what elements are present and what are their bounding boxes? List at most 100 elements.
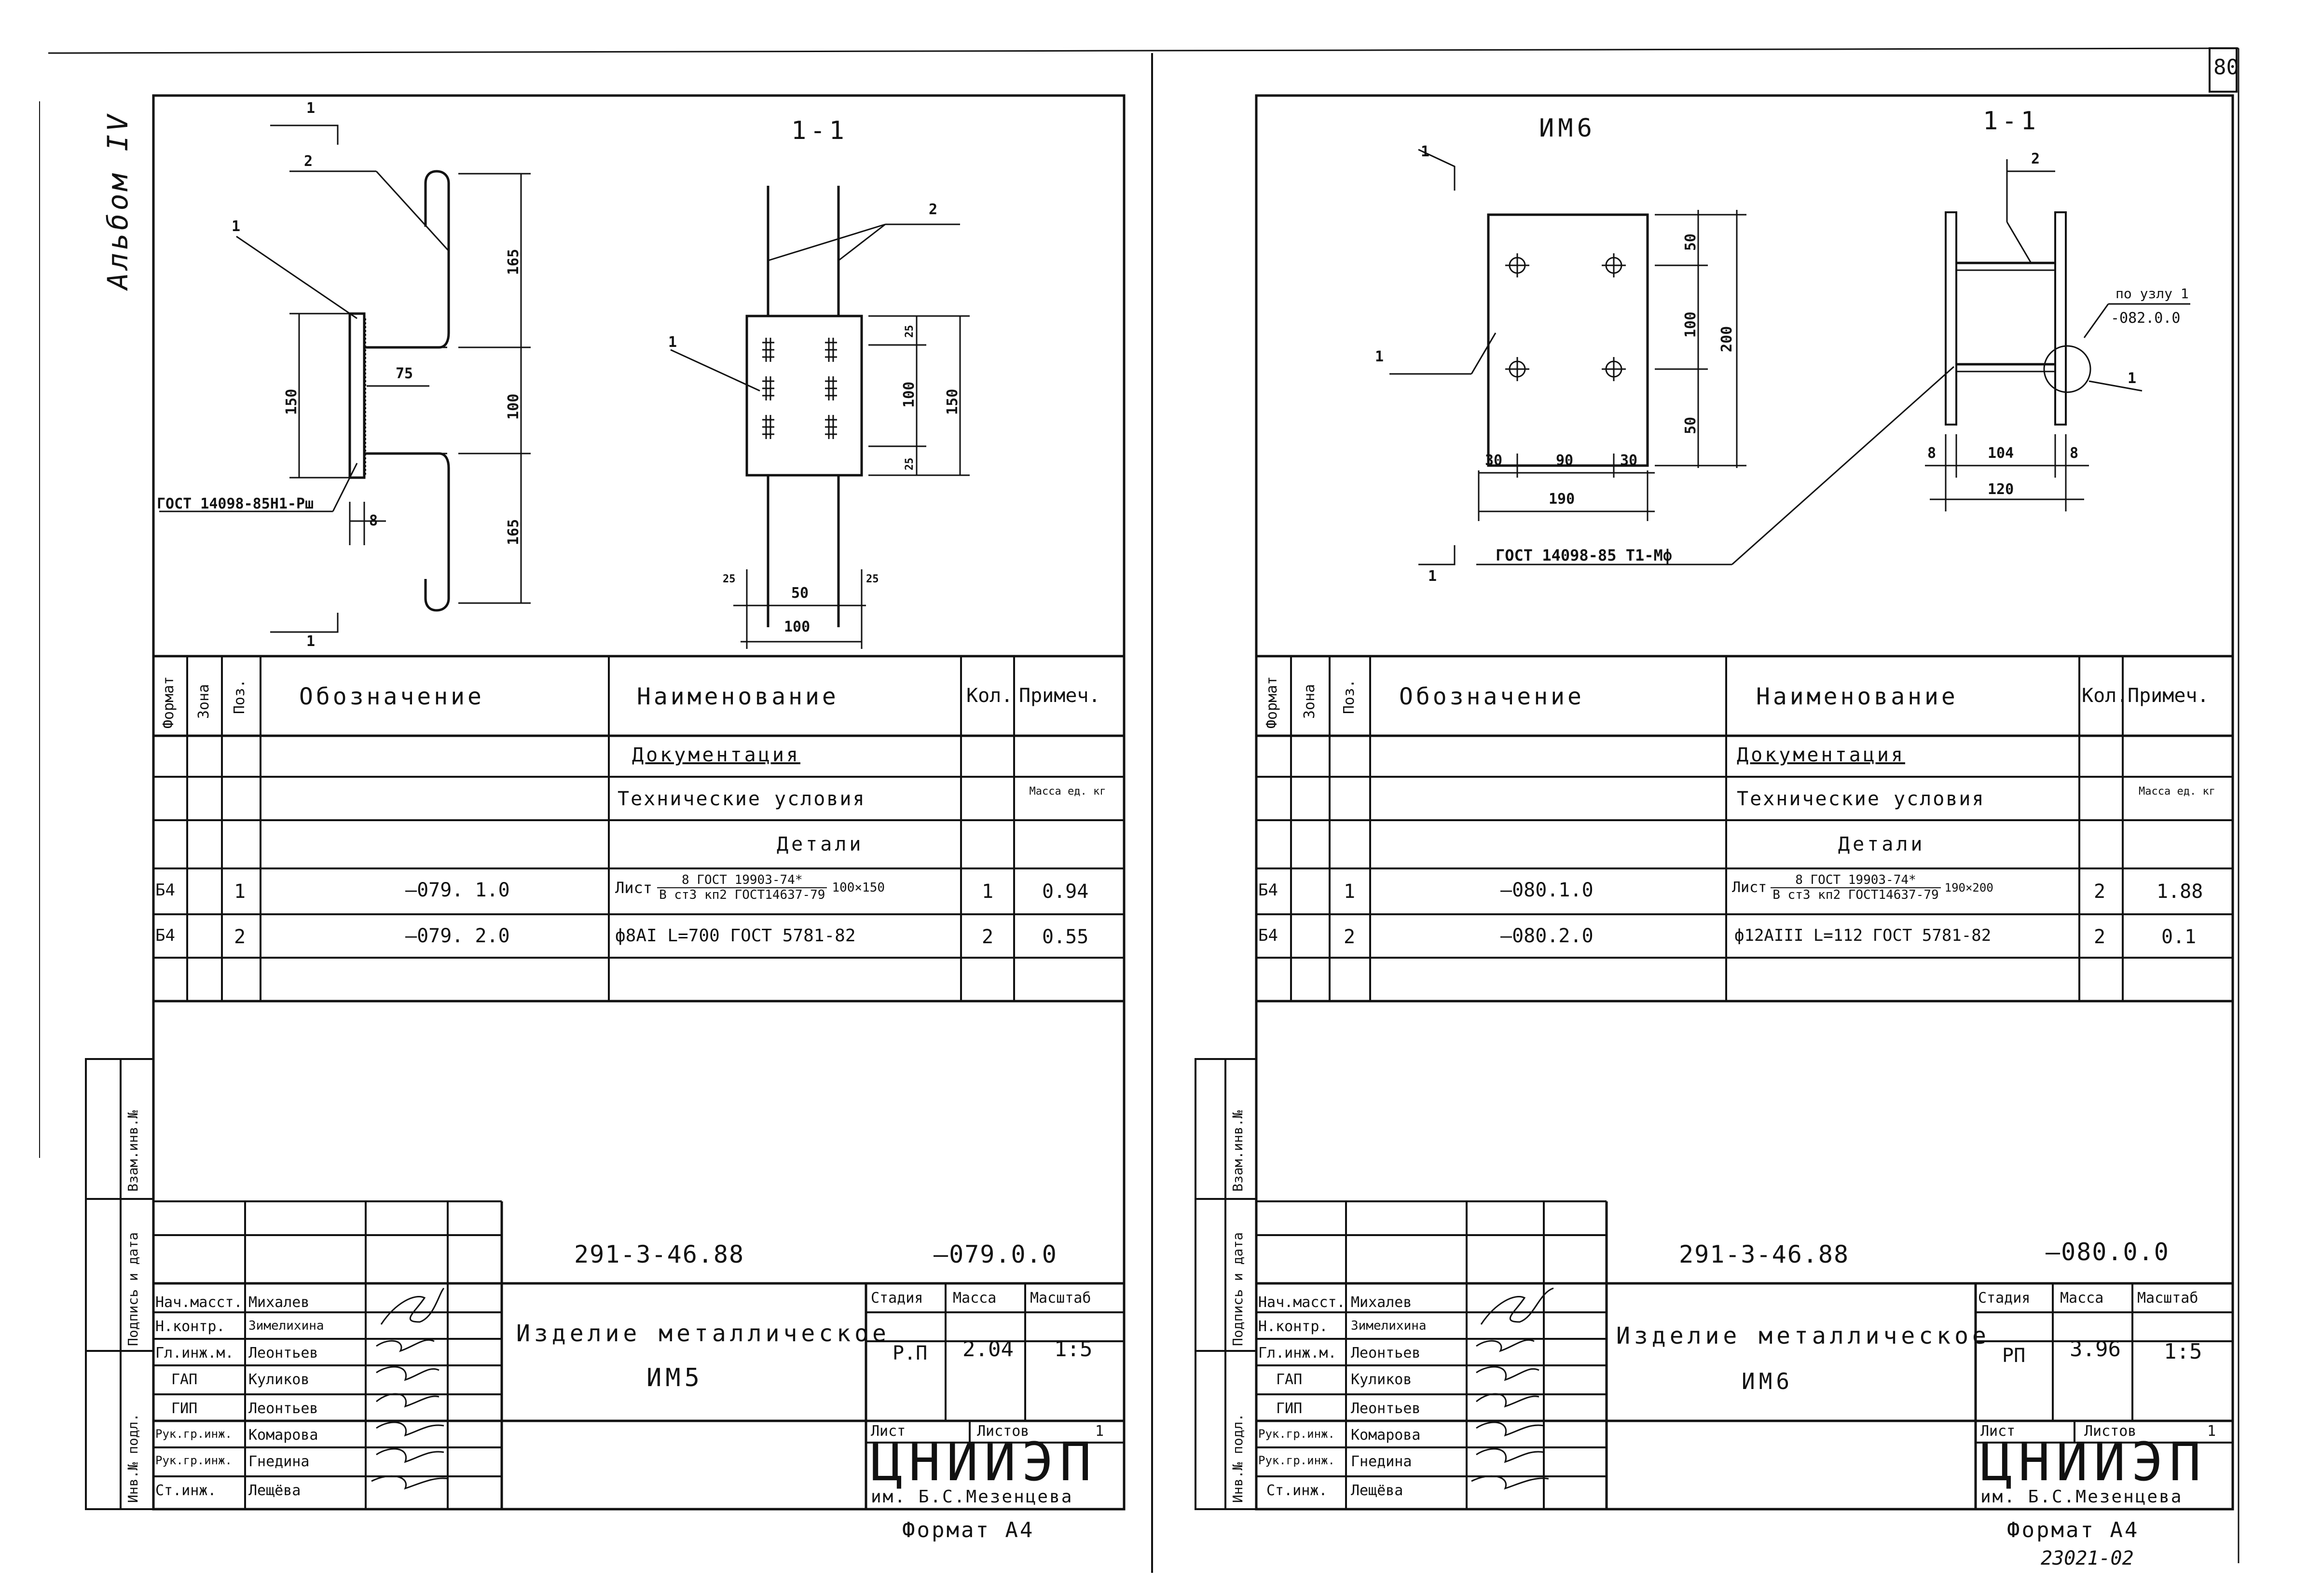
- right-a-dim-30-right: 30: [1620, 452, 1638, 469]
- left-r1-designation: —079. 1.0: [405, 879, 510, 901]
- left-a-dim-8: 8: [369, 512, 378, 529]
- left-a-callout-2: 2: [304, 153, 313, 170]
- left-tech-conditions: Технические условия: [618, 788, 866, 810]
- left-r1-pos: 1: [234, 881, 246, 903]
- right-th-zone: Зона: [1301, 684, 1318, 719]
- left-sheet-frame: [85, 94, 1126, 1511]
- right-th-designation: Обозначение: [1399, 683, 1584, 710]
- left-name-4: Леонтьев: [248, 1400, 318, 1417]
- right-th-note: Примеч.: [2128, 685, 2209, 707]
- left-section-parts: Детали: [777, 833, 864, 855]
- right-role-3: ГАП: [1276, 1371, 1303, 1388]
- left-a-dim-165-top: 165: [505, 248, 522, 275]
- right-role-5: Рук.гр.инж.: [1258, 1427, 1335, 1441]
- right-b-dim-8-right: 8: [2070, 445, 2079, 462]
- right-r1-name-den: В ст3 кп2 ГОСТ14637-79: [1772, 887, 1939, 902]
- left-product-mark: ИМ5: [646, 1363, 703, 1392]
- left-r2-qty: 2: [982, 926, 994, 948]
- right-r2-pos: 2: [1344, 926, 1356, 948]
- footer-note: 23021-02: [2041, 1547, 2134, 1569]
- left-role-2: Гл.инж.м.: [155, 1345, 234, 1362]
- left-a-weld-note: ГОСТ 14098-85Н1-Рш: [157, 495, 314, 512]
- left-name-1: Зимелихина: [248, 1319, 324, 1333]
- right-sheet-label: Лист: [1980, 1423, 2016, 1440]
- left-role-1: Н.контр.: [155, 1318, 225, 1335]
- right-b-dim-120: 120: [1988, 481, 2014, 498]
- left-b-callout-1: 1: [668, 334, 677, 351]
- right-scale: 1:5: [2164, 1339, 2202, 1364]
- left-r2-designation: —079. 2.0: [405, 925, 510, 947]
- right-org-name: ЦНИИЭП: [1980, 1431, 2207, 1493]
- right-r1-name-num: 8 ГОСТ 19903-74*: [1771, 873, 1941, 888]
- right-b-node-note-2: -082.0.0: [2111, 310, 2181, 327]
- left-r2-name: ф8АI L=700 ГОСТ 5781-82: [615, 926, 856, 946]
- right-b-dim-8-left: 8: [1927, 445, 1937, 462]
- right-mass-label: Масса: [2060, 1290, 2104, 1307]
- right-r1-note: 1.88: [2157, 881, 2203, 903]
- left-scale: 1:5: [1054, 1337, 1093, 1362]
- right-role-2: Гл.инж.м.: [1258, 1345, 1337, 1362]
- right-org-sub: им. Б.С.Мезенцева: [1980, 1487, 2183, 1507]
- right-name-7: Лещёва: [1351, 1482, 1403, 1499]
- right-th-format: Формат: [1264, 676, 1280, 729]
- right-name-6: Гнедина: [1351, 1453, 1412, 1470]
- right-b-callout-2: 2: [2031, 151, 2040, 167]
- right-r2-designation: —080.2.0: [1500, 925, 1594, 947]
- left-name-0: Михалев: [248, 1294, 310, 1311]
- left-doc-num: —079.0.0: [934, 1240, 1058, 1268]
- left-name-2: Леонтьев: [248, 1345, 318, 1362]
- right-a-dim-90: 90: [1556, 452, 1574, 469]
- left-cut-mark-bottom: 1: [306, 633, 316, 650]
- right-drawing-b: [1476, 159, 2190, 565]
- right-name-5: Комарова: [1351, 1427, 1421, 1444]
- right-role-0: Нач.масст.: [1258, 1294, 1346, 1311]
- left-a-dim-165-bottom: 165: [505, 519, 522, 545]
- left-product-name: Изделие металлическое: [516, 1320, 890, 1347]
- right-product-mark: ИМ6: [1742, 1368, 1794, 1394]
- right-a-dim-100: 100: [1682, 311, 1699, 338]
- left-th-designation: Обозначение: [299, 683, 484, 710]
- right-doc-num: —080.0.0: [2046, 1238, 2170, 1266]
- right-r1-format: Б4: [1258, 881, 1278, 900]
- left-r1-qty: 1: [982, 881, 994, 903]
- left-mass: 2.04: [962, 1337, 1014, 1362]
- right-role-7: Ст.инж.: [1266, 1482, 1328, 1499]
- left-a-dim-150: 150: [283, 388, 300, 415]
- right-drawing-a: [1389, 149, 1746, 565]
- left-stage: Р.П: [893, 1342, 928, 1364]
- left-th-note: Примеч.: [1019, 685, 1100, 707]
- right-r1-name-fraction: 8 ГОСТ 19903-74* В ст3 кп2 ГОСТ14637-79: [1771, 873, 1941, 902]
- right-stamp-signature-date: Подпись и дата: [1230, 1232, 1246, 1346]
- left-b-dim-150: 150: [944, 388, 961, 415]
- left-th-name: Наименование: [637, 683, 839, 710]
- left-b-dim-25-bottom: 25: [904, 457, 916, 471]
- left-th-pos: Поз.: [231, 679, 248, 714]
- right-th-name: Наименование: [1756, 683, 1958, 710]
- left-stage-label: Стадия: [871, 1290, 923, 1307]
- left-r1-format: Б4: [155, 881, 175, 900]
- right-th-pos: Поз.: [1341, 679, 1358, 714]
- right-name-0: Михалев: [1351, 1294, 1412, 1311]
- left-stamp-replace-inv: Взам.инв.№: [125, 1110, 141, 1192]
- right-section-doc: Документация: [1737, 744, 1905, 766]
- left-th-zone: Зона: [195, 684, 212, 719]
- left-signatures: [371, 1287, 449, 1490]
- right-sheets-label: Листов: [2084, 1423, 2137, 1440]
- left-r1-note: 0.94: [1042, 881, 1089, 903]
- right-sheets-value: 1: [2207, 1423, 2216, 1440]
- left-b-dim-25-right: 25: [866, 573, 879, 585]
- left-r2-format: Б4: [155, 926, 175, 945]
- left-section-doc: Документация: [632, 744, 800, 766]
- left-sheet-label: Лист: [871, 1423, 906, 1440]
- right-r1-name-suffix: 190×200: [1944, 881, 1993, 894]
- left-a-dim-75: 75: [396, 365, 413, 382]
- right-doc-code: 291-3-46.88: [1679, 1240, 1850, 1268]
- right-mass-unit: Масса ед. кг: [2139, 785, 2215, 798]
- right-product-name: Изделие металлическое: [1616, 1322, 1990, 1349]
- left-role-0: Нач.масст.: [155, 1294, 243, 1311]
- left-r1-name-den: В ст3 кп2 ГОСТ14637-79: [659, 887, 825, 902]
- right-a-dim-50-bottom: 50: [1682, 416, 1699, 434]
- left-r1-name: Лист 8 ГОСТ 19903-74* В ст3 кп2 ГОСТ1463…: [615, 873, 885, 902]
- right-section-parts: Детали: [1838, 833, 1925, 855]
